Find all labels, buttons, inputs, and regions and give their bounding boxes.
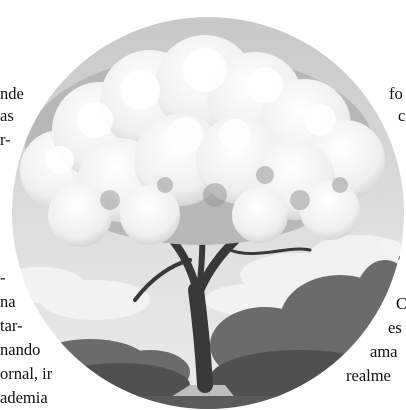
left-text-line-6: tar-: [0, 316, 23, 335]
left-text-line-8: ornal, ir: [0, 364, 53, 383]
left-text-line-1: nde: [0, 84, 24, 103]
left-text-line-5: na: [0, 292, 16, 311]
right-text-line-6: ama: [370, 342, 398, 361]
left-text-line-9: ademia: [0, 388, 48, 407]
left-text-line-2: as: [0, 106, 14, 125]
blossom-canopy: [20, 35, 385, 247]
right-text-line-1: fo: [389, 84, 403, 103]
right-text-line-5: es: [388, 318, 402, 337]
left-text-line-4: -: [0, 268, 6, 287]
right-text-line-7: realme: [346, 366, 391, 385]
right-text-line-2: c: [398, 106, 406, 125]
left-text-line-3: r-: [0, 130, 11, 149]
right-text-line-4: C: [396, 294, 406, 313]
left-text-line-7: nando: [0, 340, 41, 359]
